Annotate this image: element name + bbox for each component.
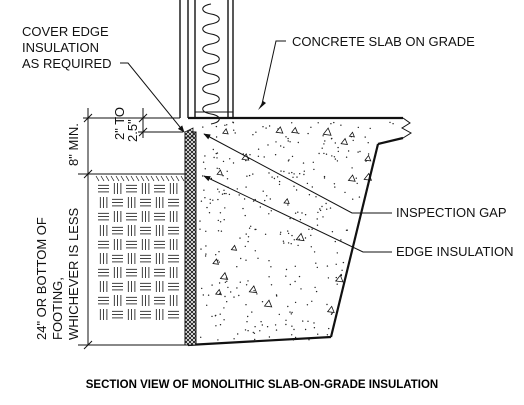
edge-insulation <box>184 127 197 346</box>
soil-backfill <box>95 175 185 320</box>
gap-dimension-label-line2: 2.5" <box>125 119 140 142</box>
edge-insulation-label: EDGE INSULATION <box>396 244 514 259</box>
cover-edge-label-line2: INSULATION <box>22 40 99 55</box>
leader-lines <box>120 40 392 253</box>
wall-framing <box>179 0 234 125</box>
cover-edge-label-line1: COVER EDGE <box>22 24 109 39</box>
concrete-aggregate <box>199 121 394 341</box>
inspection-gap-label: INSPECTION GAP <box>396 205 507 220</box>
dimension-lines <box>78 108 186 350</box>
diagram-caption: SECTION VIEW OF MONOLITHIC SLAB-ON-GRADE… <box>86 379 438 391</box>
footing-depth-label-line1: 24" OR BOTTOM OF <box>34 217 49 340</box>
footing-depth-label-line2: FOOTING, <box>50 277 65 340</box>
gap-dimension-label-line1: 2" TO <box>112 107 127 140</box>
min-depth-label: 8" MIN. <box>66 123 81 166</box>
cover-edge-label-line3: AS REQUIRED <box>22 56 112 71</box>
footing-depth-label-line3: WHICHEVER IS LESS <box>66 207 81 340</box>
wall-batt-insulation <box>202 3 220 125</box>
concrete-slab-label: CONCRETE SLAB ON GRADE <box>292 34 475 49</box>
